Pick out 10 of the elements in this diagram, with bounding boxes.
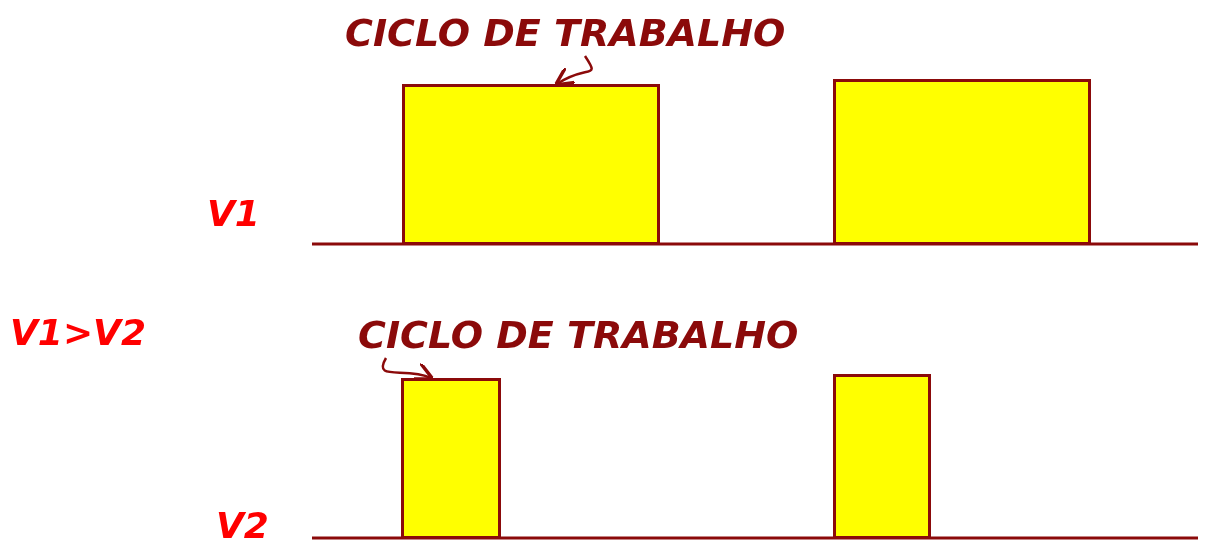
signal-pulse: [402, 84, 660, 245]
annotation-text: CICLO DE TRABALHO: [345, 14, 786, 52]
signal-pulse: [833, 374, 931, 539]
signal-label: V1: [207, 196, 260, 232]
leader-arrow: [553, 55, 593, 87]
signal-pulse: [401, 378, 501, 539]
signal-pulse: [833, 79, 1091, 245]
signal-label: V2: [216, 508, 269, 544]
annotation-text: CICLO DE TRABALHO: [358, 316, 799, 354]
comparison-label: V1>V2: [10, 315, 146, 351]
